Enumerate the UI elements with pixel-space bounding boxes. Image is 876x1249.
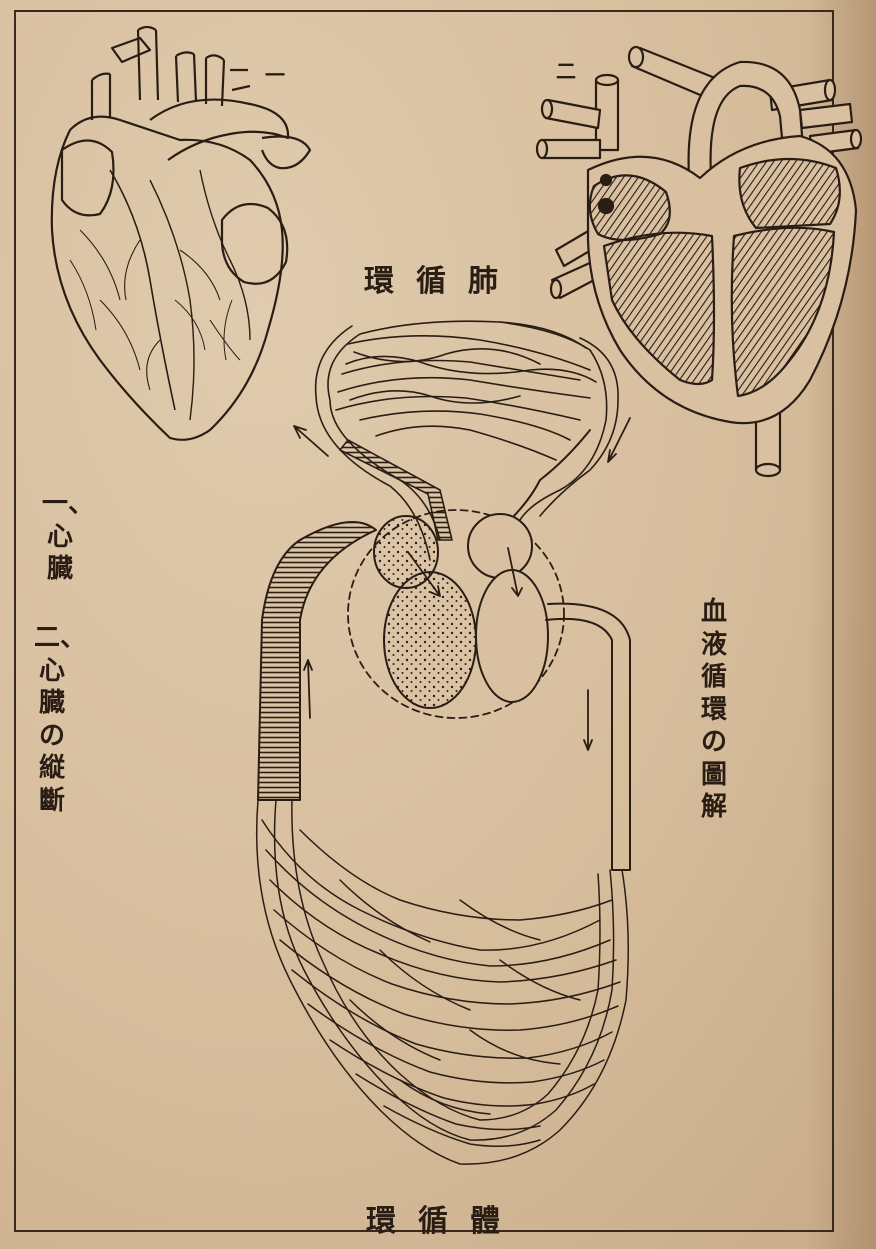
heart-section-figure	[537, 47, 861, 476]
systemic-circulation-label: 環循體	[366, 1196, 522, 1240]
figure-1-number: 一	[265, 63, 285, 87]
pulmonary-circulation-label: 環循肺	[364, 256, 520, 300]
diagram-title: 血液循環の圖解	[696, 596, 732, 824]
caption-figure-2: 二、心臓の縦斷	[34, 622, 70, 817]
caption-figure-1: 一、心臓	[42, 488, 78, 586]
figure-2-number: 二	[556, 59, 576, 83]
heart-external-figure	[52, 27, 310, 440]
circulation-diagram	[257, 321, 630, 1164]
flow-arrows	[294, 418, 630, 750]
systemic-vessels	[257, 800, 629, 1164]
